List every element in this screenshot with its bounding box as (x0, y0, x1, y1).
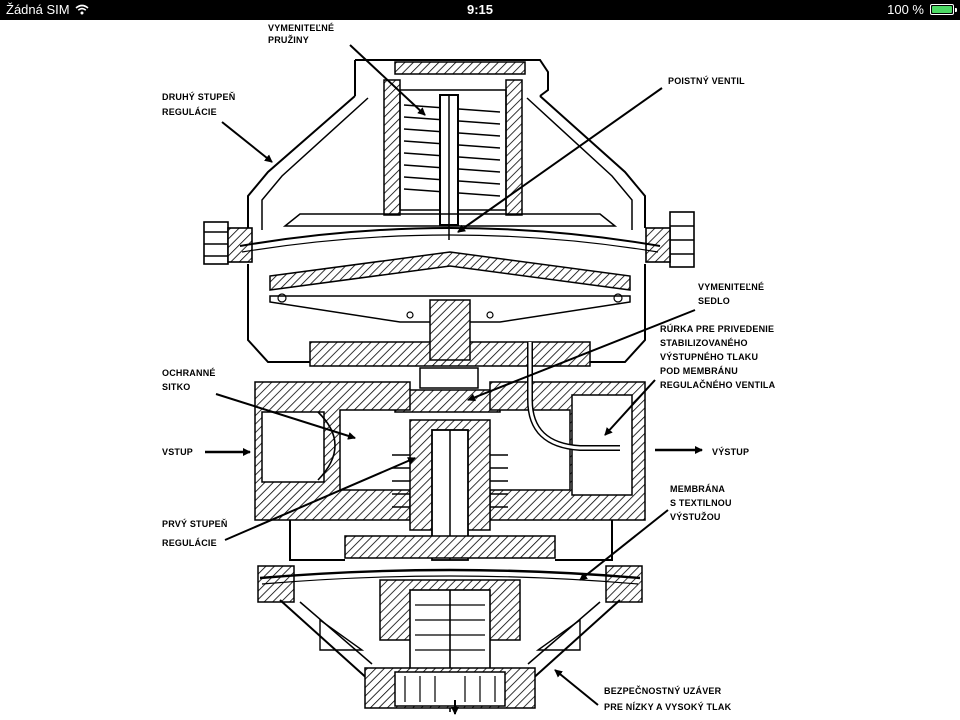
status-left: Žádná SIM (6, 2, 89, 17)
regulator-cross-section-diagram: VYMENITEĽNÉ PRUŽINY POISTNÝ VENTIL DRUHÝ… (162, 23, 776, 715)
label-membrana-3: VÝSTUŽOU (670, 511, 721, 522)
label-membrana: MEMBRÁNA (670, 484, 725, 494)
label-vymenitelne-pruziny: VYMENITEĽNÉ (268, 23, 334, 33)
battery-icon (930, 4, 957, 15)
status-bar: Žádná SIM 9:15 100 % (0, 0, 960, 20)
springs (403, 94, 501, 240)
label-rurka-2: STABILIZOVANÉHO (660, 338, 748, 348)
diagram-labels: VYMENITEĽNÉ PRUŽINY POISTNÝ VENTIL DRUHÝ… (162, 23, 776, 712)
label-vymenitelne-sedlo-2: SEDLO (698, 296, 730, 306)
label-vstup: VSTUP (162, 447, 193, 457)
label-ochranne-sitko-2: SITKO (162, 382, 191, 392)
clock: 9:15 (466, 2, 494, 17)
label-prvy-stupen: PRVÝ STUPEŇ (162, 518, 228, 529)
upper-housing (247, 59, 646, 230)
label-rurka-5: REGULAČNÉHO VENTILA (660, 379, 776, 390)
leader-lines (205, 44, 703, 715)
label-bezpecnostny-uzaver: BEZPEČNOSTNÝ UZÁVER (604, 685, 722, 696)
label-vystup: VÝSTUP (712, 446, 749, 457)
label-rurka-4: POD MEMBRÁNU (660, 366, 738, 376)
label-vymenitelne-sedlo: VYMENITEĽNÉ (698, 282, 764, 292)
battery-tip (955, 8, 957, 12)
wifi-icon (75, 4, 89, 15)
label-druhy-stupen: DRUHÝ STUPEŇ (162, 91, 235, 102)
label-rurka-3: VÝSTUPNÉHO TLAKU (660, 351, 758, 362)
label-bezpecnostny-uzaver-2: PRE NÍZKY A VYSOKÝ TLAK (604, 701, 732, 712)
upper-membrane (239, 213, 661, 363)
label-poistny-ventil: POISTNÝ VENTIL (668, 75, 745, 86)
label-membrana-2: S TEXTILNOU (670, 498, 732, 508)
label-rurka: RÚRKA PRE PRIVEDENIE (660, 323, 774, 334)
label-ochranne-sitko: OCHRANNÉ (162, 368, 216, 378)
center-body (254, 299, 646, 561)
status-right: 100 % (887, 2, 957, 17)
label-vymenitelne-pruziny-2: PRUŽINY (268, 34, 309, 45)
battery-fill (932, 6, 952, 13)
label-druhy-stupen-2: REGULÁCIE (162, 107, 217, 117)
lower-housing (257, 565, 643, 712)
carrier-label: Žádná SIM (6, 2, 70, 17)
flange-bolts-upper (203, 211, 695, 268)
label-prvy-stupen-2: REGULÁCIE (162, 538, 217, 548)
battery-percent: 100 % (887, 2, 924, 17)
